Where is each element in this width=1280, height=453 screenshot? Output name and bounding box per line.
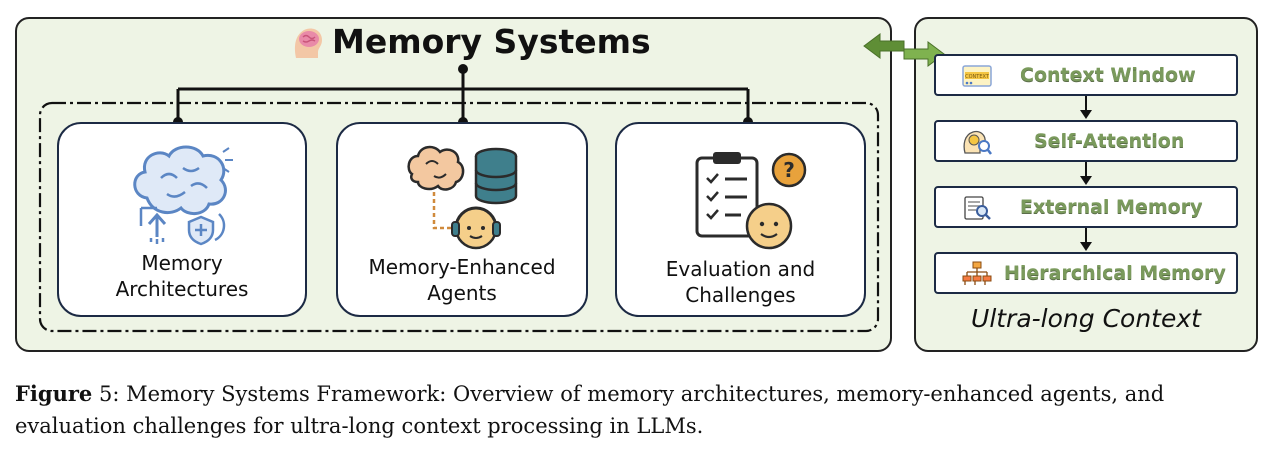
self-attention-icon bbox=[963, 130, 992, 155]
card-label-line: Challenges bbox=[685, 283, 796, 307]
down-arrow-icon bbox=[1080, 96, 1092, 119]
card-label: Evaluation and Challenges bbox=[617, 256, 864, 308]
hierarchy-icon bbox=[962, 261, 992, 285]
context-window-box: CONTEXT Context Window bbox=[934, 54, 1238, 96]
svg-text:CONTEXT: CONTEXT bbox=[965, 74, 990, 80]
down-arrow-icon bbox=[1080, 162, 1092, 185]
document-search-icon bbox=[964, 196, 991, 220]
caption-number: 5 bbox=[98, 382, 113, 406]
memory-architectures-card: Memory Architectures bbox=[57, 122, 307, 317]
hierarchical-memory-label: Hierarchical Memory bbox=[1004, 262, 1226, 284]
hierarchical-memory-box: Hierarchical Memory bbox=[934, 252, 1238, 294]
page-title: Memory Systems bbox=[332, 22, 651, 61]
brain-architecture-icon bbox=[133, 145, 233, 246]
context-window-icon: CONTEXT bbox=[962, 65, 992, 87]
clipboard-question-icon: ? bbox=[695, 152, 807, 250]
brain-database-agent-icon bbox=[407, 145, 518, 250]
svg-text:?: ? bbox=[783, 158, 795, 182]
self-attention-label: Self-Attention bbox=[1034, 130, 1185, 152]
context-window-label: Context Window bbox=[1020, 64, 1196, 86]
figure-caption: Figure 5: Memory Systems Framework: Over… bbox=[15, 378, 1265, 442]
down-arrow-icon bbox=[1080, 228, 1092, 251]
external-memory-box: External Memory bbox=[934, 186, 1238, 228]
self-attention-box: Self-Attention bbox=[934, 120, 1238, 162]
card-label-line: Evaluation and bbox=[665, 257, 816, 281]
card-label: Memory Architectures bbox=[59, 250, 305, 302]
card-label: Memory-Enhanced Agents bbox=[338, 254, 586, 306]
card-label-line: Memory bbox=[141, 251, 223, 275]
caption-label: Figure bbox=[15, 381, 93, 406]
side-flow-arrows bbox=[1080, 96, 1092, 251]
dashed-group-border bbox=[38, 101, 880, 333]
external-memory-label: External Memory bbox=[1020, 196, 1203, 218]
brain-head-icon bbox=[294, 28, 322, 58]
card-label-line: Agents bbox=[427, 281, 497, 305]
memory-enhanced-agents-card: Memory-Enhanced Agents bbox=[336, 122, 588, 317]
side-panel-title: Ultra-long Context bbox=[971, 304, 1201, 333]
card-label-line: Architectures bbox=[115, 277, 249, 301]
evaluation-challenges-card: ? Evaluation and Challenges bbox=[615, 122, 866, 317]
card-label-line: Memory-Enhanced bbox=[368, 255, 556, 279]
caption-text: : Memory Systems Framework: Overview of … bbox=[15, 382, 1165, 438]
